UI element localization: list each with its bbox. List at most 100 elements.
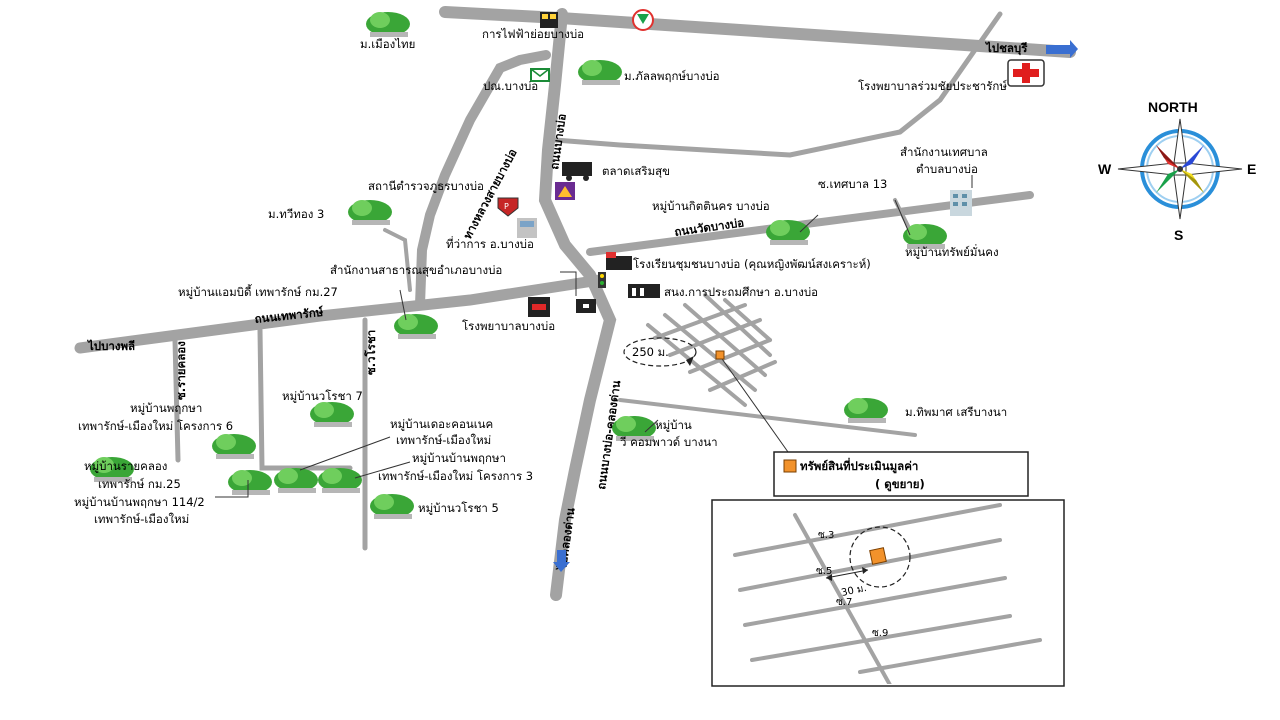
tree-icon	[370, 494, 414, 519]
label-hospital-main: โรงพยาบาลบางบ่อ	[462, 319, 555, 333]
road-network	[74, 6, 1076, 601]
compass-rose: NORTH W E S	[1098, 99, 1256, 243]
road-soi-thipmat	[618, 398, 917, 437]
label-prueksa-3: หมู่บ้านบ้านพฤกษา	[412, 451, 506, 465]
property-marker	[715, 350, 725, 360]
tree-icon	[228, 470, 272, 495]
road-label-to-chonburi: ไปชลบุรี	[984, 41, 1028, 56]
leader-lines	[215, 175, 973, 498]
place-labels: ม.เมืองไทย การไฟฟ้าย่อยบางบ่อ ปณ.บางบ่อ …	[74, 27, 1007, 526]
road-soi-prueksa	[257, 327, 353, 471]
legend-title: ทรัพย์สินที่ประเมินมูลค่า	[800, 457, 918, 474]
market-truck-icon	[562, 162, 592, 181]
label-worasa-7: หมู่บ้านวโรชา 7	[282, 389, 363, 403]
tree-icon	[366, 12, 410, 37]
label-edu-office: สนง.การประถมศึกษา อ.บางบ่อ	[664, 285, 818, 299]
label-prueksa-114: หมู่บ้านบ้านพฤกษา 114/2	[74, 495, 205, 509]
road-label-west-branch: ทางหลวงสายบางบ่อ	[460, 146, 519, 241]
label-the-connect: หมู่บ้านเดอะคอนเนค	[390, 417, 493, 431]
road-label-soi-rai-khlong: ซ.รายคลอง	[174, 341, 188, 400]
temple-icon	[555, 182, 575, 200]
tree-icon	[578, 60, 622, 85]
tree-icon	[318, 468, 362, 493]
inset-soi-5: ซ.5	[816, 566, 832, 577]
label-worasa-5: หมู่บ้านวโรชา 5	[418, 501, 499, 515]
road-bangbo-klongdan	[538, 8, 617, 601]
arrow-down-icon	[553, 550, 570, 572]
label-school: โรงเรียนชุมชนบางบ่อ (คุณหญิงพัฒน์สงเคราะ…	[633, 257, 871, 271]
edu-office-icon	[628, 284, 660, 298]
label-ampere: หมู่บ้านแอมบิดี้ เทพารักษ์ กม.27	[178, 284, 338, 299]
label-prueksa-3b: เทพารักษ์-เมืองใหม่ โครงการ 3	[378, 469, 533, 483]
arrow-right-icon	[1046, 40, 1078, 58]
compass-east: E	[1247, 161, 1256, 177]
label-taweethong: ม.ทวีทอง 3	[268, 207, 324, 221]
svg-text:P: P	[504, 202, 509, 211]
label-village-r: หมู่บ้าน	[655, 418, 692, 432]
label-rai-khlong: หมู่บ้านรายคลอง	[84, 459, 167, 473]
tree-icon	[394, 314, 438, 339]
tree-icon	[612, 416, 656, 441]
legend-box: ทรัพย์สินที่ประเมินมูลค่า ( ดูขยาย)	[773, 451, 1029, 497]
school-flag-icon	[606, 252, 632, 270]
label-thetsaban13: ซ.เทศบาล 13	[818, 177, 887, 191]
inset-property-marker	[869, 547, 887, 565]
label-municipal-office: สำนักงานเทศบาล	[900, 145, 988, 159]
tree-icon	[348, 200, 392, 225]
inset-soi-9: ซ.9	[872, 628, 888, 639]
legend-swatch-property	[783, 459, 797, 473]
inset-soi-3: ซ.3	[818, 530, 834, 541]
road-to-chonburi	[439, 6, 1076, 58]
bank-logo-icon	[632, 9, 654, 31]
label-rai-khlong-2: เทพารักษ์ กม.25	[98, 477, 181, 491]
electricity-icon	[540, 12, 558, 28]
label-muang-thai: ม.เมืองไทย	[360, 37, 415, 51]
label-park: ม.ภัลลพฤกษ์บางบ่อ	[624, 69, 720, 83]
tree-icon	[274, 468, 318, 493]
label-kit-nakhon: หมู่บ้านกิตตินคร บางบ่อ	[652, 199, 770, 213]
hospital-building-icon	[528, 297, 550, 317]
distance-250m: 250 ม.	[623, 337, 697, 367]
label-prueksa-6: หมู่บ้านพฤกษา	[130, 401, 202, 415]
label-hospital-top: โรงพยาบาลร่วมชัยประชารักษ์	[858, 79, 1007, 93]
road-label-soi-wirot: ซ.วโรชา	[363, 330, 378, 375]
hospital-cross-icon	[1007, 59, 1045, 87]
tree-icon	[903, 224, 947, 249]
distance-250m-label: 250 ม.	[632, 345, 669, 359]
compass-south: S	[1174, 227, 1183, 243]
landmark-icons: P	[497, 9, 1045, 317]
village-icons	[90, 12, 947, 519]
label-sap-mankong: หมู่บ้านทรัพย์มั่นคง	[905, 244, 999, 259]
label-thip-mat: ม.ทิพมาศ เสรีบางนา	[905, 405, 1007, 419]
road-label-to-bangphli: ไปบางพลี	[86, 339, 135, 353]
label-prueksa-6b: เทพารักษ์-เมืองใหม่ โครงการ 6	[78, 419, 233, 433]
label-municipal-office-2: ตำบลบางบ่อ	[916, 162, 978, 176]
inset-map: ซ.3 ซ.5 ซ.7 ซ.9 30 ม.	[711, 499, 1065, 687]
inset-distance-label: 30 ม.	[840, 583, 867, 599]
label-public-health: สำนักงานสาธารณสุขอำเภอบางบ่อ	[330, 263, 502, 277]
tree-icon	[90, 457, 134, 482]
tree-icon	[212, 434, 256, 459]
legend-subtitle: ( ดูขยาย)	[875, 477, 925, 492]
label-prueksa-114b: เทพารักษ์-เมืองใหม่	[94, 512, 189, 526]
public-health-icon	[576, 299, 596, 313]
tree-icon	[766, 220, 810, 245]
inset-soi-7: ซ.7	[836, 597, 852, 608]
compass-west: W	[1098, 161, 1112, 177]
tree-icon	[310, 402, 354, 427]
traffic-light-icon	[598, 272, 606, 288]
road-loop-east	[552, 11, 1003, 158]
road-west-branch	[415, 50, 551, 310]
road-soi-rai-khlong	[172, 337, 181, 463]
label-police: สถานีตำรวจภูธรบางบ่อ	[368, 179, 484, 193]
tree-icon	[844, 398, 888, 423]
municipal-building-icon	[950, 190, 972, 216]
label-district-office: ที่ว่าการ อ.บางบ่อ	[446, 236, 534, 251]
label-post-office: ปณ.บางบ่อ	[483, 79, 538, 93]
road-soi-taweethong	[383, 228, 412, 292]
label-the-connect-2: เทพารักษ์-เมืองใหม่	[396, 433, 491, 447]
district-office-icon	[517, 218, 537, 238]
police-shield-icon: P	[497, 197, 519, 217]
road-grid-property	[646, 293, 777, 407]
